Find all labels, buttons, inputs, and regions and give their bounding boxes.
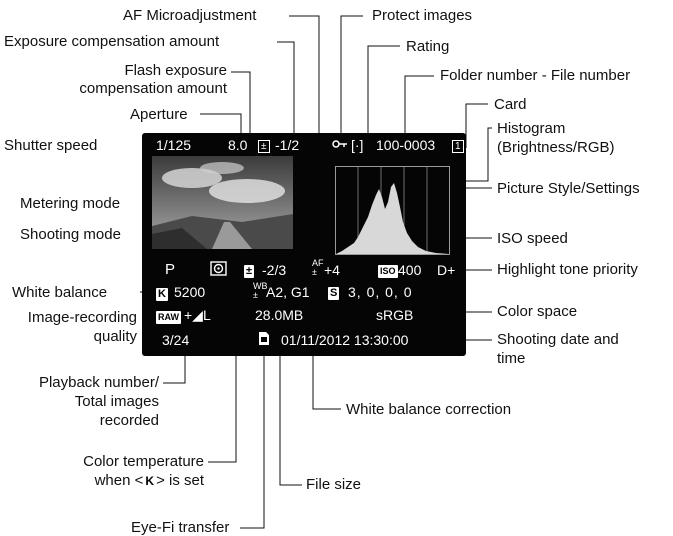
- label-image-quality-2: quality: [93, 328, 137, 345]
- label-playback-number: Playback number/: [38, 374, 159, 391]
- color-temp-leader: [208, 304, 237, 463]
- rating-leader: [367, 45, 400, 148]
- screen-wb-corr: A2, G1: [266, 284, 310, 300]
- label-protect-images: Protect images: [372, 7, 473, 24]
- label-highlight-tone-priority: Highlight tone priority: [497, 261, 638, 278]
- screen-aperture: 8.0: [228, 137, 248, 153]
- protect-leader: [340, 15, 363, 148]
- label-histogram-2: (Brightness/RGB): [497, 139, 615, 156]
- screen-mode: P: [165, 261, 176, 278]
- flash-exposure-compensation-icon: ±: [244, 265, 255, 278]
- white-balance-k-icon: K: [156, 288, 168, 301]
- picture-style-icon: S: [328, 287, 340, 300]
- screen-exposure-comp: -1/2: [275, 137, 300, 153]
- screen-color-temp: 5200: [174, 284, 206, 300]
- label-picture-style: Picture Style/Settings: [497, 180, 640, 197]
- raw-quality-icon: RAW: [156, 311, 181, 324]
- histogram-leader: [448, 127, 492, 182]
- iso-icon: ISO: [378, 265, 398, 278]
- key-icon: [332, 137, 348, 153]
- screen-file-size: 28.0MB: [255, 307, 304, 323]
- label-white-balance: White balance: [12, 284, 108, 301]
- label-flash-comp-1: Flash exposure: [124, 62, 227, 79]
- screen-htp: D+: [437, 262, 456, 278]
- screen-folder-file: 100-0003: [376, 137, 436, 153]
- label-exposure-compensation: Exposure compensation amount: [4, 33, 220, 50]
- label-wb-correction: White balance correction: [346, 401, 512, 418]
- label-file-size: File size: [306, 476, 362, 493]
- label-shooting-datetime-2: time: [497, 350, 526, 367]
- label-image-quality-1: Image-recording: [27, 309, 137, 326]
- exposure-compensation-icon: ±: [258, 136, 270, 153]
- histogram: [335, 166, 450, 255]
- screen-flash-comp: -2/3: [262, 262, 287, 278]
- screen-color-space: sRGB: [376, 307, 414, 323]
- label-flash-comp-2: compensation amount: [79, 80, 227, 97]
- label-aperture: Aperture: [130, 106, 188, 123]
- file-size-leader: [279, 356, 302, 486]
- folder-leader: [404, 75, 434, 148]
- screen-datetime: 01/11/2012 13:30:00: [281, 332, 409, 348]
- label-card: Card: [494, 96, 527, 113]
- label-color-space: Color space: [497, 303, 578, 320]
- screen-playback: 3/24: [162, 332, 190, 348]
- screen-quality-jpeg: +◢L: [184, 307, 211, 323]
- screen-shutter: 1/125: [156, 137, 192, 153]
- label-shooting-datetime: Shooting date and: [497, 331, 619, 348]
- label-shooting-mode: Shooting mode: [20, 226, 121, 243]
- wb-correction-icon: WB±: [253, 281, 268, 300]
- label-eyefi-transfer: Eye-Fi transfer: [131, 519, 230, 536]
- card-leader: [465, 103, 488, 148]
- eyefi-leader: [240, 355, 265, 529]
- label-shutter-speed: Shutter speed: [4, 137, 98, 154]
- af-micro-icon: AF±: [312, 258, 324, 277]
- label-color-temperature: Color temperature: [83, 453, 204, 470]
- eyefi-icon: [258, 331, 270, 349]
- camera-screen: 1/125 8.0 ± -1/2 [·] 100-0003 1: [142, 133, 466, 356]
- evaluative-metering-icon: [210, 261, 227, 279]
- k-icon: K: [143, 474, 157, 488]
- label-metering-mode: Metering mode: [20, 195, 121, 212]
- label-iso-speed: ISO speed: [497, 230, 568, 247]
- screen-picture-style: 3, 0, 0, 0: [348, 284, 413, 300]
- screen-rating: [·]: [351, 137, 364, 153]
- screen-iso: 400: [398, 262, 422, 278]
- exp-comp-leader: [277, 41, 295, 148]
- label-af-microadjustment: AF Microadjustment: [123, 7, 257, 24]
- label-histogram: Histogram: [497, 120, 566, 137]
- playback-leader: [163, 356, 186, 384]
- screen-af-micro: +4: [324, 262, 340, 278]
- label-rating: Rating: [406, 38, 450, 55]
- label-playback-number-2: Total images: [74, 393, 159, 410]
- label-color-temperature-2: when <K> is set: [94, 472, 204, 489]
- photo-thumbnail: [152, 156, 293, 249]
- label-folder-file-number: Folder number - File number: [440, 67, 631, 84]
- label-playback-number-3: recorded: [99, 412, 159, 429]
- card-icon: 1: [452, 136, 464, 153]
